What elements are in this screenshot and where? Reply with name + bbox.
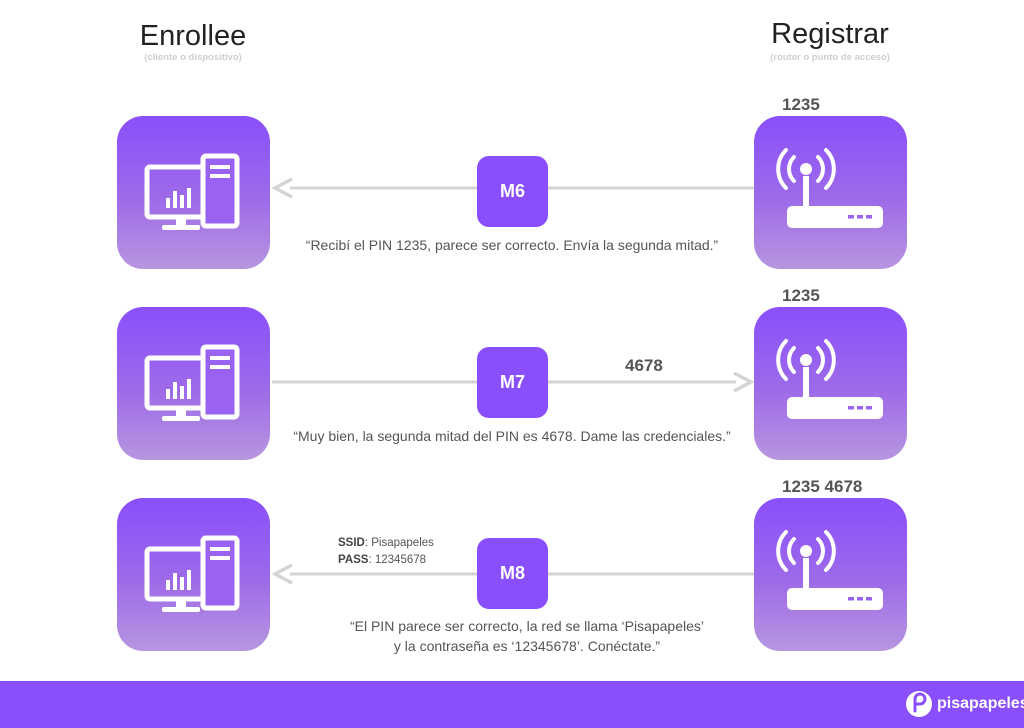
pisapapeles-logo-icon [906, 691, 932, 717]
desktop-computer-icon [144, 535, 240, 612]
desktop-computer-icon [144, 153, 240, 230]
registrar-subtitle: (router o punto de acceso) [770, 52, 890, 63]
registrar-title: Registrar [771, 18, 889, 50]
quote-line: y la contraseña es ‘12345678’. Conéctate… [393, 638, 661, 654]
registrar-pin-label: 1235 [782, 95, 820, 114]
pin-second-half-label: 4678 [625, 356, 663, 375]
registrar-router-tile [754, 498, 907, 651]
wifi-router-icon [776, 148, 883, 228]
ssid-value: : Pisapapeles [364, 537, 434, 549]
registrar-router-tile [754, 307, 907, 460]
enrollee-computer-tile [117, 116, 270, 269]
registrar-pin-label: 1235 [782, 286, 820, 305]
message-m8-quote: “El PIN parece ser correcto, la red se l… [302, 616, 752, 656]
wifi-router-icon [776, 530, 883, 610]
quote-line: “Muy bien, la segunda mitad del PIN es 4… [293, 428, 731, 444]
message-m6-quote: “Recibí el PIN 1235, parece ser correcto… [287, 235, 737, 255]
message-m6-box: M6 [477, 156, 548, 227]
message-m7-box: M7 [477, 347, 548, 418]
ssid-label: SSID [338, 537, 365, 549]
quote-line: “El PIN parece ser correcto, la red se l… [349, 618, 705, 634]
wifi-router-icon [776, 339, 883, 419]
pass-value: : 12345678 [368, 554, 427, 566]
footer-bar [0, 681, 1024, 728]
enrollee-title: Enrollee [139, 20, 247, 52]
desktop-computer-icon [144, 344, 240, 421]
brand-logo[interactable]: pisapapeles [905, 687, 1024, 721]
enrollee-subtitle: (cliente o dispositivo) [144, 52, 242, 63]
credentials-block: SSID: Pisapapeles PASS: 12345678 [338, 535, 434, 569]
message-m7-quote: “Muy bien, la segunda mitad del PIN es 4… [277, 426, 747, 446]
ssid-line: SSID: Pisapapeles [338, 535, 434, 552]
pass-line: PASS: 12345678 [338, 552, 434, 569]
brand-name: pisapapeles [937, 695, 1024, 712]
enrollee-computer-tile [117, 307, 270, 460]
registrar-router-tile [754, 116, 907, 269]
pass-label: PASS [338, 554, 369, 566]
registrar-pin-label: 1235 4678 [782, 477, 863, 496]
enrollee-computer-tile [117, 498, 270, 651]
quote-line: “Recibí el PIN 1235, parece ser correcto… [305, 237, 719, 253]
message-m8-box: M8 [477, 538, 548, 609]
